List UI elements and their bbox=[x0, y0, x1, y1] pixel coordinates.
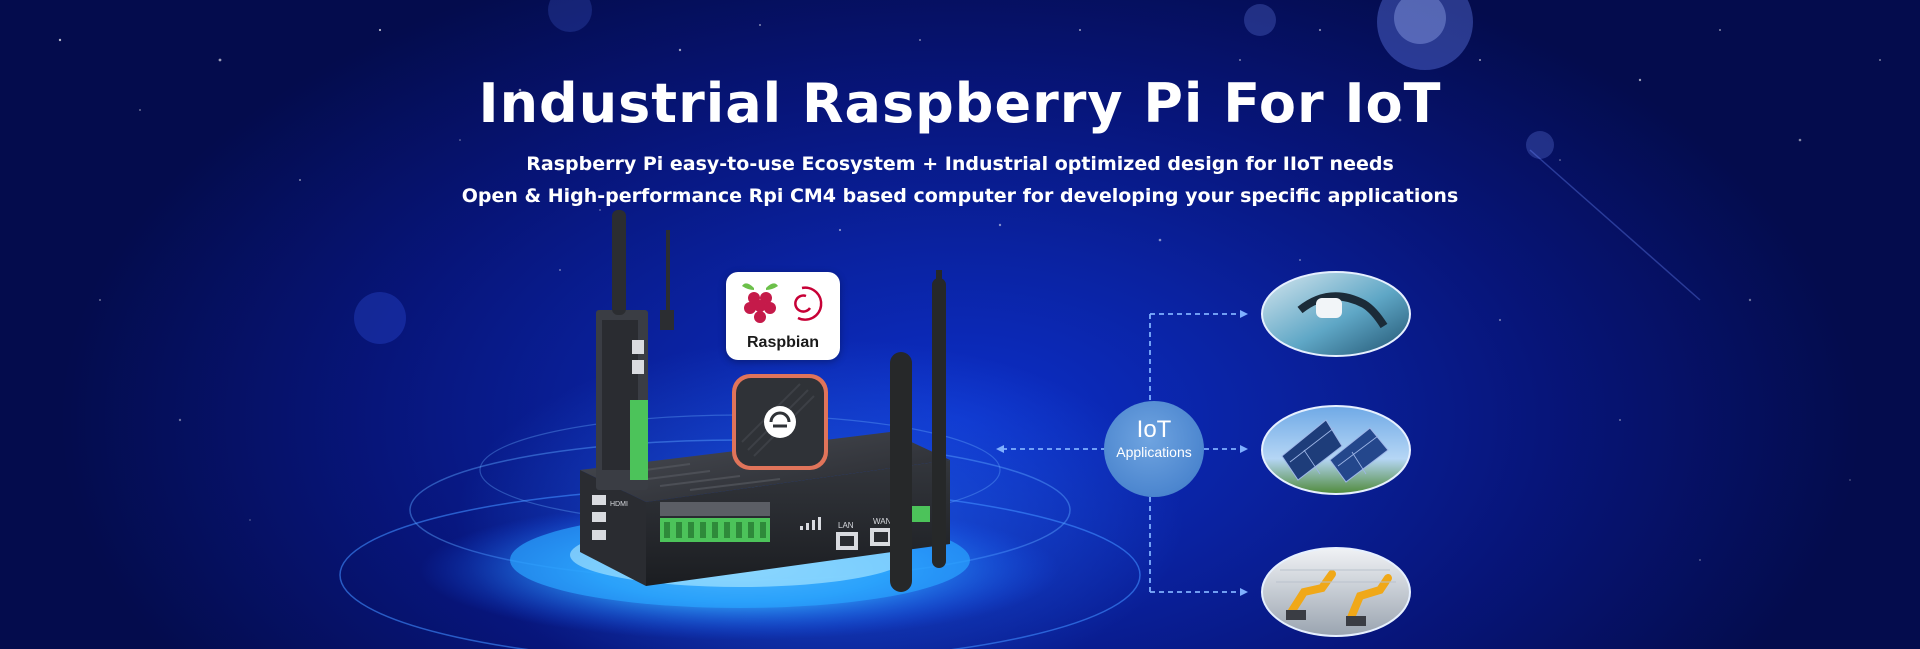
raspbian-label: Raspbian bbox=[746, 334, 819, 351]
solar-panels-image bbox=[1261, 405, 1411, 495]
iot-hub-subtitle: Applications bbox=[1116, 444, 1192, 460]
antennas bbox=[890, 270, 946, 592]
industrial-robots-image bbox=[1261, 547, 1411, 637]
page-title: Industrial Raspberry Pi For IoT bbox=[478, 72, 1442, 135]
lan-label: LAN bbox=[838, 521, 854, 530]
wan-label: WAN bbox=[873, 517, 892, 526]
subtitle-line-1: Raspberry Pi easy-to-use Ecosystem + Ind… bbox=[526, 153, 1394, 175]
subtitle-line-2: Open & High-performance Rpi CM4 based co… bbox=[461, 185, 1459, 207]
raspbian-badge: Raspbian bbox=[726, 272, 840, 360]
connector-lines bbox=[1002, 313, 1240, 593]
din-rail-router bbox=[596, 210, 674, 490]
hdmi-label: HDMI bbox=[610, 501, 628, 508]
cm4-module bbox=[732, 374, 828, 470]
ev-charging-image bbox=[1261, 271, 1411, 357]
iot-hub: IoT Applications bbox=[1104, 401, 1204, 497]
device-illustration: HDMI LAN WAN bbox=[339, 210, 1141, 649]
iot-applications-diagram bbox=[996, 271, 1411, 637]
raspberry-pi-icon bbox=[742, 283, 778, 323]
iot-hub-title: IoT bbox=[1136, 416, 1172, 443]
debian-swirl-icon bbox=[794, 286, 823, 321]
